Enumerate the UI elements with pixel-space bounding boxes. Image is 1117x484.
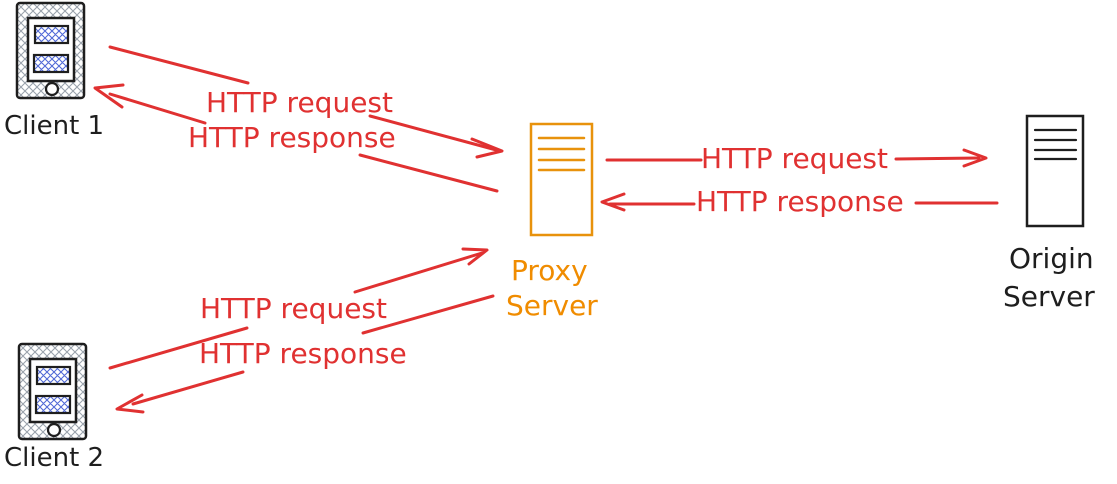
client2-mobile-device-icon: [17, 342, 88, 441]
proxy-label-line1: Proxy: [511, 254, 588, 287]
arrow-origin-request: HTTP request: [605, 142, 988, 175]
arrow-head-icon: [115, 393, 145, 414]
client1-request-label: HTTP request: [206, 86, 393, 119]
arrow-line: [108, 45, 502, 153]
client1-label: Client 1: [4, 111, 104, 141]
client2-response-label: HTTP response: [199, 337, 407, 370]
arrow-head-icon: [962, 148, 988, 168]
arrow-client2-request: HTTP request: [108, 247, 489, 370]
arrow-head-icon: [470, 137, 504, 159]
client1-response-label: HTTP response: [188, 121, 396, 154]
arrow-origin-response: HTTP response: [600, 185, 999, 218]
client2-request-label: HTTP request: [200, 292, 387, 325]
arrow-line: [605, 156, 981, 162]
arrow-line: [608, 201, 999, 206]
arrow-head-icon: [93, 83, 125, 109]
client2-label: Client 2: [4, 443, 104, 473]
origin-server-vents-icon: [1033, 128, 1078, 161]
origin-label-line1: Origin: [1009, 242, 1094, 275]
origin-server-icon: [1025, 114, 1085, 228]
arrow-client2-response: HTTP response: [115, 294, 495, 414]
client1-mobile-device-icon: [15, 1, 86, 100]
arrow-head-icon: [600, 192, 626, 212]
client1-node: Client 1: [4, 1, 104, 141]
arrow-client1-request: HTTP request: [108, 45, 504, 159]
proxy-server-icon: [529, 122, 594, 237]
origin-request-label: HTTP request: [701, 142, 888, 175]
proxy-server-vents-icon: [537, 136, 586, 172]
origin-server-node: Origin Server: [1003, 114, 1095, 313]
proxy-server-node: Proxy Server: [506, 122, 598, 322]
arrow-line: [131, 294, 495, 406]
arrow-line: [108, 92, 499, 193]
arrow-head-icon: [461, 247, 489, 266]
origin-label-line2: Server: [1003, 280, 1095, 313]
arrow-client1-response: HTTP response: [93, 83, 499, 193]
proxy-label-line2: Server: [506, 289, 598, 322]
origin-response-label: HTTP response: [696, 185, 904, 218]
client2-node: Client 2: [4, 342, 104, 473]
arrow-line: [108, 251, 484, 370]
